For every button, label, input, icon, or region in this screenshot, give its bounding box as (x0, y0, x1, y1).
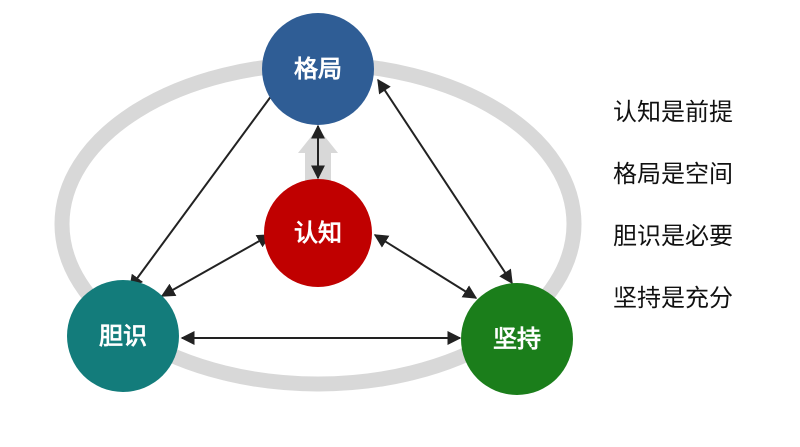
statement-courage: 胆识是必要 (613, 222, 733, 250)
arrow-center-right (373, 234, 478, 299)
arrow-center-left (160, 234, 272, 297)
node-top-circle (262, 13, 374, 125)
node-center-circle (264, 179, 372, 287)
node-center-label: 认知 (294, 219, 342, 247)
node-left: 胆识 (67, 280, 179, 392)
node-left-label: 胆识 (99, 322, 147, 350)
node-right-circle (461, 283, 573, 395)
node-left-circle (67, 280, 179, 392)
node-right-label: 坚持 (493, 325, 541, 353)
node-right: 坚持 (461, 283, 573, 395)
statement-cognition: 认知是前提 (613, 98, 733, 126)
arrow-top-right (377, 78, 513, 285)
statement-persistence: 坚持是充分 (613, 284, 733, 312)
statement-list: 认知是前提 格局是空间 胆识是必要 坚持是充分 (613, 92, 793, 340)
node-top: 格局 (262, 13, 374, 125)
arrow-top-left (129, 78, 284, 290)
node-center: 认知 (264, 179, 372, 287)
statement-vision: 格局是空间 (613, 160, 733, 188)
node-top-label: 格局 (294, 55, 342, 83)
